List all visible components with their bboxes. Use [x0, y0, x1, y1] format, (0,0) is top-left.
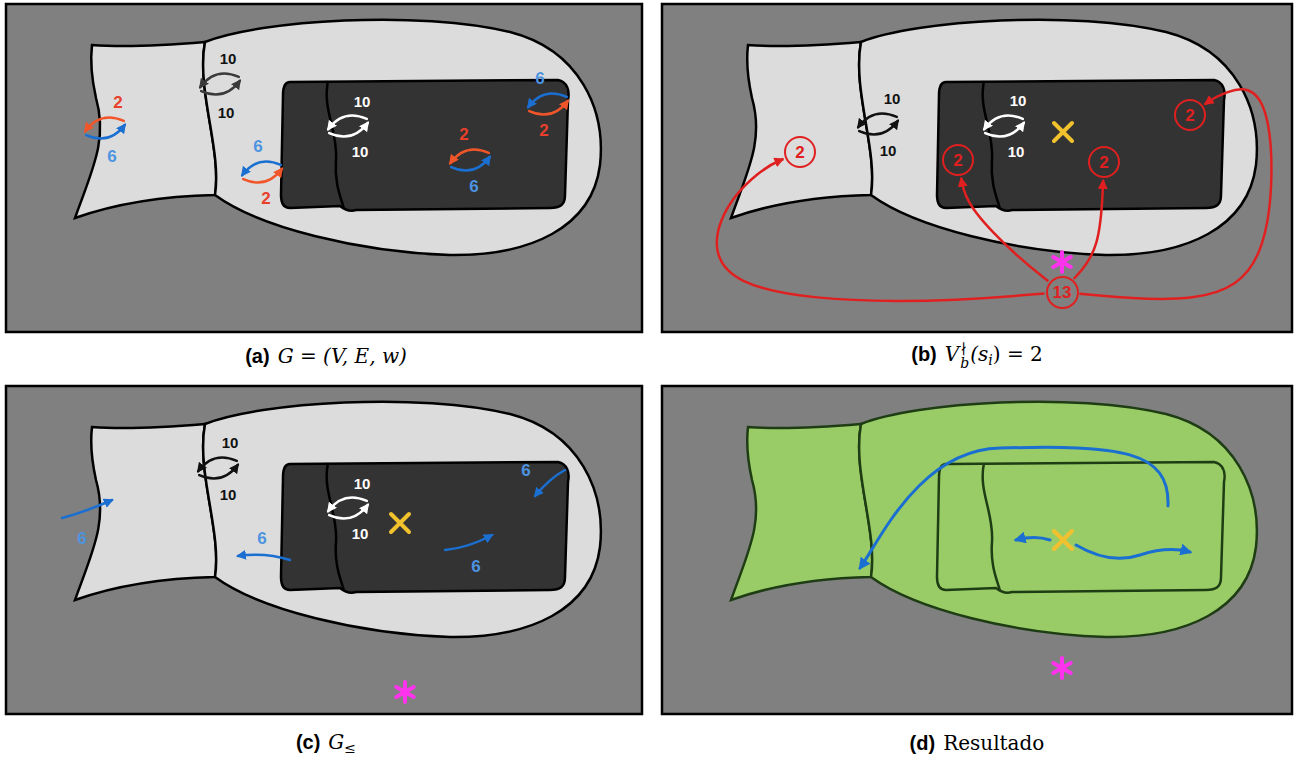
arrow-pair: [326, 111, 370, 141]
count-number: 2: [1099, 154, 1108, 171]
caption-text: V: [945, 342, 959, 366]
flow-arrow: [62, 500, 112, 518]
weight-number: 6: [253, 138, 262, 155]
weight-number: 6: [107, 148, 116, 165]
arrow-pair: [526, 89, 570, 119]
arrow-pair: [240, 157, 284, 187]
script-stack: b∤: [960, 343, 969, 371]
weight-number: 10: [884, 91, 901, 106]
arrow-pair: [83, 113, 127, 143]
panel-caption: (a) G = (V, E, w): [245, 343, 407, 369]
count-number: 13: [1053, 284, 1072, 301]
weight-number: 2: [261, 190, 270, 207]
caption-text: i: [988, 352, 992, 368]
panel-ground: [662, 4, 1292, 332]
caption-text: (c): [296, 731, 320, 753]
weight-number: 6: [77, 530, 86, 547]
count-circle: 13: [1046, 276, 1079, 309]
caption-text: ) = 2: [993, 342, 1043, 366]
weight-number: 10: [352, 144, 369, 159]
panel-ground: [662, 386, 1292, 714]
star-marker: [396, 682, 413, 702]
region-map: [731, 402, 1257, 637]
weight-number: 6: [257, 530, 266, 547]
weight-number: 10: [222, 435, 239, 450]
weight-number: 2: [459, 126, 468, 143]
panel-caption: (c) G≤: [296, 729, 356, 757]
count-circle: 2: [1088, 146, 1120, 178]
caption-text: (b): [911, 343, 937, 365]
weight-number: 2: [539, 122, 548, 139]
weight-number: 10: [880, 143, 897, 158]
region-map: [75, 402, 601, 637]
flow-arrow: [238, 555, 290, 560]
weight-number: 10: [354, 476, 371, 491]
region-map: [731, 20, 1257, 255]
weight-number: 2: [113, 94, 122, 111]
flow-arrow: [445, 535, 492, 550]
caption-text: ≤: [344, 740, 356, 756]
weight-number: 10: [220, 487, 237, 502]
region-map: [75, 20, 601, 255]
caption-text: ∤: [960, 343, 967, 357]
panel-ground: [6, 4, 642, 332]
weight-number: 6: [471, 558, 480, 575]
arrow-pair: [856, 109, 900, 139]
count-arrow: [961, 178, 1048, 281]
caption-text: (a): [245, 345, 269, 367]
weight-number: 10: [352, 526, 369, 541]
panel-ground: [6, 386, 642, 714]
count-circle: 2: [1174, 99, 1206, 131]
weight-number: 10: [1008, 144, 1025, 159]
arrow-pair: [198, 69, 242, 99]
caption-text: Resultado: [943, 731, 1044, 755]
count-arrow: [717, 159, 1045, 301]
weight-number: 6: [535, 70, 544, 87]
star-marker: [1053, 252, 1070, 272]
cross-marker: [1054, 123, 1072, 141]
weight-number: 6: [469, 178, 478, 195]
count-circle: 2: [784, 136, 816, 168]
flow-arrow: [1016, 538, 1050, 541]
star-marker: [1053, 658, 1070, 678]
panel-caption: (b) Vb∤(si) = 2: [911, 341, 1043, 370]
caption-text: G = (V, E, w): [278, 344, 407, 368]
panel-caption: (d) Resultado: [910, 730, 1045, 756]
cross-marker: [1054, 531, 1072, 549]
flow-arrow: [535, 470, 565, 496]
arrow-pair: [196, 453, 240, 483]
count-circle: 2: [942, 144, 974, 176]
weight-number: 10: [1010, 93, 1027, 108]
arrow-pair: [982, 111, 1026, 141]
count-arrow: [1079, 89, 1271, 299]
count-number: 2: [953, 152, 962, 169]
weight-number: 10: [220, 51, 237, 66]
weight-number: 6: [521, 462, 530, 479]
weight-number: 10: [354, 94, 371, 109]
arrow-pair: [326, 493, 370, 523]
arrow-pair: [448, 145, 492, 175]
count-number: 2: [1185, 107, 1194, 124]
flow-arrow: [1076, 545, 1190, 558]
caption-text: b: [960, 357, 969, 371]
caption-text: (s: [970, 342, 988, 366]
flow-arrow: [860, 447, 1168, 568]
count-number: 2: [795, 144, 804, 161]
count-arrow: [1074, 180, 1103, 279]
cross-marker: [391, 514, 409, 532]
caption-text: G: [328, 730, 344, 754]
caption-text: (d): [910, 732, 936, 754]
weight-number: 10: [218, 105, 235, 120]
